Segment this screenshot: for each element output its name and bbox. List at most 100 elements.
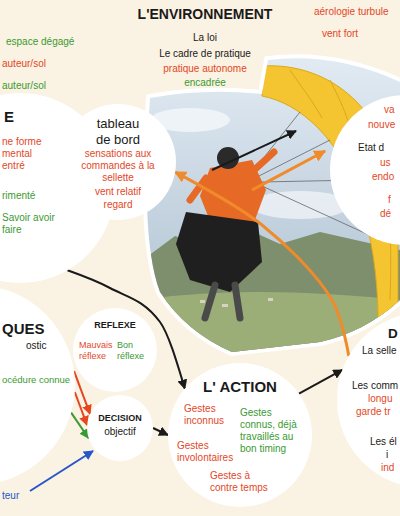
text-frame: océdure connue (2, 374, 70, 385)
node-text: garde tr (356, 406, 390, 418)
text-frame: REFLEXE (90, 320, 140, 331)
diagram-note: Le cadre de pratique (145, 48, 265, 60)
diagram-note: auteur/sol (2, 58, 46, 70)
node-text: Savoir avoir faire (2, 212, 56, 236)
text-frame: endo (372, 171, 394, 183)
text-frame: Gestes involontaires (177, 440, 237, 464)
text-frame: us (380, 157, 391, 169)
node-text: i (386, 449, 388, 461)
text-frame: Gestes connus, déjà travaillés au bon ti… (240, 407, 302, 455)
concept-circle: QUES ostic océdure connue (0, 285, 75, 485)
node-text: Les él (370, 436, 397, 448)
text-frame: Gestes à contre temps (210, 470, 274, 494)
text-frame: Mauvais réflexe (79, 340, 114, 362)
node-text: f (388, 194, 391, 206)
node-heading: D (388, 326, 398, 342)
diagram-note: espace dégagé (6, 36, 74, 48)
text-frame: va (384, 104, 395, 116)
connector-arrow (175, 172, 349, 356)
text-frame: dé (380, 208, 391, 220)
node-text: Bon réflexe (117, 340, 151, 362)
node-heading: E (4, 108, 14, 126)
diagram-note: auteur/sol (2, 80, 46, 92)
diagram-note: encadrée (145, 77, 265, 89)
node-text: us (380, 157, 391, 169)
node-text: Gestes inconnus (184, 403, 230, 427)
text-frame: Bon réflexe (117, 340, 151, 362)
text-frame: longu (368, 393, 392, 405)
text-frame: f (388, 194, 391, 206)
diagram-note: aérologie turbule (314, 6, 389, 18)
diagram-note: pratique autonome (145, 63, 265, 75)
node-text: ind (381, 462, 394, 474)
text-frame: La selle (362, 345, 396, 357)
text-frame: E (4, 108, 14, 126)
node-text: ne forme mental entré (2, 136, 52, 172)
text-frame: i (386, 449, 388, 461)
node-text: Mauvais réflexe (79, 340, 114, 362)
node-heading: QUES (2, 320, 45, 338)
text-frame: sensations aux commandes à la sellette (76, 148, 160, 184)
node-text: Les comm (352, 380, 398, 392)
concept-circle: DECISION objectif (87, 395, 153, 461)
text-frame: L' ACTION (200, 378, 280, 396)
concept-circle: tableau de bordsensations aux commandes … (60, 104, 176, 220)
text-frame: ne forme mental entré (2, 136, 52, 172)
node-text: dé (380, 208, 391, 220)
diagram-note: La loi (145, 32, 265, 44)
text-frame: ostic (26, 340, 47, 352)
node-text: objectif (100, 426, 140, 438)
connector-arrow (71, 413, 88, 439)
text-frame: objectif (100, 426, 140, 438)
text-frame: teur (2, 490, 19, 502)
concept-circle: L' ACTION Gestes inconnus Gestes connus, d… (168, 363, 312, 507)
text-frame: Savoir avoir faire (2, 212, 56, 236)
text-frame: regard (96, 199, 140, 211)
text-frame: vent fort (322, 28, 358, 40)
text-frame: aérologie turbule (314, 6, 389, 18)
text-frame: nouve (368, 119, 395, 131)
node-text: sensations aux commandes à la sellette (76, 148, 160, 184)
text-frame: Les comm (352, 380, 398, 392)
view-arrow (212, 131, 296, 170)
diagram-note: teur (2, 490, 19, 502)
text-frame: pratique autonome (145, 63, 265, 75)
text-frame: encadrée (145, 77, 265, 89)
node-text: vent relatif (90, 186, 146, 198)
text-frame: QUES (2, 320, 45, 338)
text-frame: Le cadre de pratique (145, 48, 265, 60)
text-frame: DECISION (95, 413, 145, 424)
node-text: océdure connue (2, 374, 70, 385)
node-text: nouve (368, 119, 395, 131)
text-frame: Gestes inconnus (184, 403, 230, 427)
node-heading: tableau de bord (90, 116, 146, 147)
text-frame: rimenté (2, 190, 35, 202)
diagram-note: vent fort (322, 28, 358, 40)
diagram-title: L'ENVIRONNEMENT (120, 6, 290, 23)
text-frame: La loi (145, 32, 265, 44)
node-text: longu (368, 393, 392, 405)
text-frame: L'ENVIRONNEMENT (120, 6, 290, 23)
node-text: Gestes à contre temps (210, 470, 274, 494)
node-text: Etat d (358, 142, 384, 154)
node-heading: REFLEXE (90, 320, 140, 331)
node-text: Gestes involontaires (177, 440, 237, 464)
text-frame: vent relatif (90, 186, 146, 198)
node-text: La selle (362, 345, 396, 357)
text-frame: ind (381, 462, 394, 474)
text-frame: D (388, 326, 398, 342)
node-text: endo (372, 171, 394, 183)
node-heading: DECISION (95, 413, 145, 424)
text-frame: auteur/sol (2, 80, 46, 92)
node-text: regard (96, 199, 140, 211)
concept-circle: REFLEXE Mauvais réflexeBon réflexe (73, 308, 157, 392)
text-frame: Etat d (358, 142, 384, 154)
node-heading: va (384, 104, 395, 116)
text-frame: tableau de bord (90, 116, 146, 147)
text-frame: Les él (370, 436, 397, 448)
feedback-arrow (252, 151, 325, 190)
node-text: Gestes connus, déjà travaillés au bon ti… (240, 407, 302, 455)
text-frame: espace dégagé (6, 36, 74, 48)
node-heading: L' ACTION (200, 378, 280, 396)
